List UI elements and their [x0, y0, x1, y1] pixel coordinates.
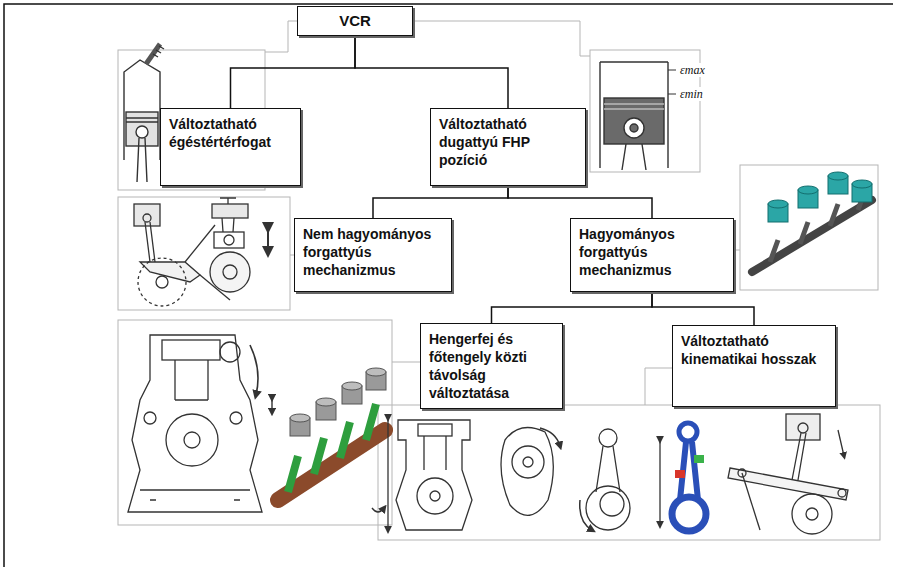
tree-connector — [355, 36, 508, 108]
engine-block-figure — [128, 335, 262, 512]
category-box: Változtatható dugattyú FHP pozíció — [430, 108, 586, 186]
tree-connector — [492, 292, 653, 323]
box-text: VCR — [339, 12, 371, 30]
piston-sparkplug-figure — [124, 44, 164, 182]
tree-connector — [508, 186, 652, 218]
category-box: Hengerfej és főtengely közti távolság vá… — [420, 323, 563, 409]
box-text: Nem hagyományos forgattyús mechanizmus — [303, 225, 443, 279]
box-text: Hagyományos forgattyús mechanizmus — [579, 225, 725, 279]
category-box: Nem hagyományos forgattyús mechanizmus — [294, 218, 452, 292]
crankshaft-green-figure — [272, 368, 386, 512]
category-box: Változtatható égéstértérfogat — [160, 108, 301, 186]
kinematic-variants-figure — [388, 418, 660, 530]
figure-label: εmax — [679, 63, 706, 77]
box-text: Változtatható égéstértérfogat — [169, 115, 292, 151]
box-text: Hengerfej és főtengely közti távolság vá… — [429, 330, 554, 402]
figure-label: εmin — [679, 87, 704, 101]
tree-connector — [652, 292, 754, 325]
root-box: VCR — [297, 6, 413, 36]
piston-cylinder-figure — [600, 62, 676, 170]
category-box: Hagyományos forgattyús mechanizmus — [570, 218, 734, 292]
category-box: Változtatható kinematikai hosszak — [672, 325, 836, 407]
variable-pivot-mechanism-figure — [210, 198, 268, 292]
crankshaft-teal-pistons-figure — [752, 172, 872, 272]
linkage-mechanism-figure — [728, 414, 848, 534]
tree-connector — [373, 186, 508, 218]
blue-conrod-figure — [672, 423, 706, 531]
image-panels — [118, 50, 880, 540]
box-text: Változtatható kinematikai hosszak — [681, 332, 827, 368]
multilink-mechanism-figure — [134, 204, 230, 306]
box-text: Változtatható dugattyú FHP pozíció — [439, 115, 577, 169]
tree-connector — [231, 36, 356, 108]
outer-frame — [4, 4, 893, 567]
